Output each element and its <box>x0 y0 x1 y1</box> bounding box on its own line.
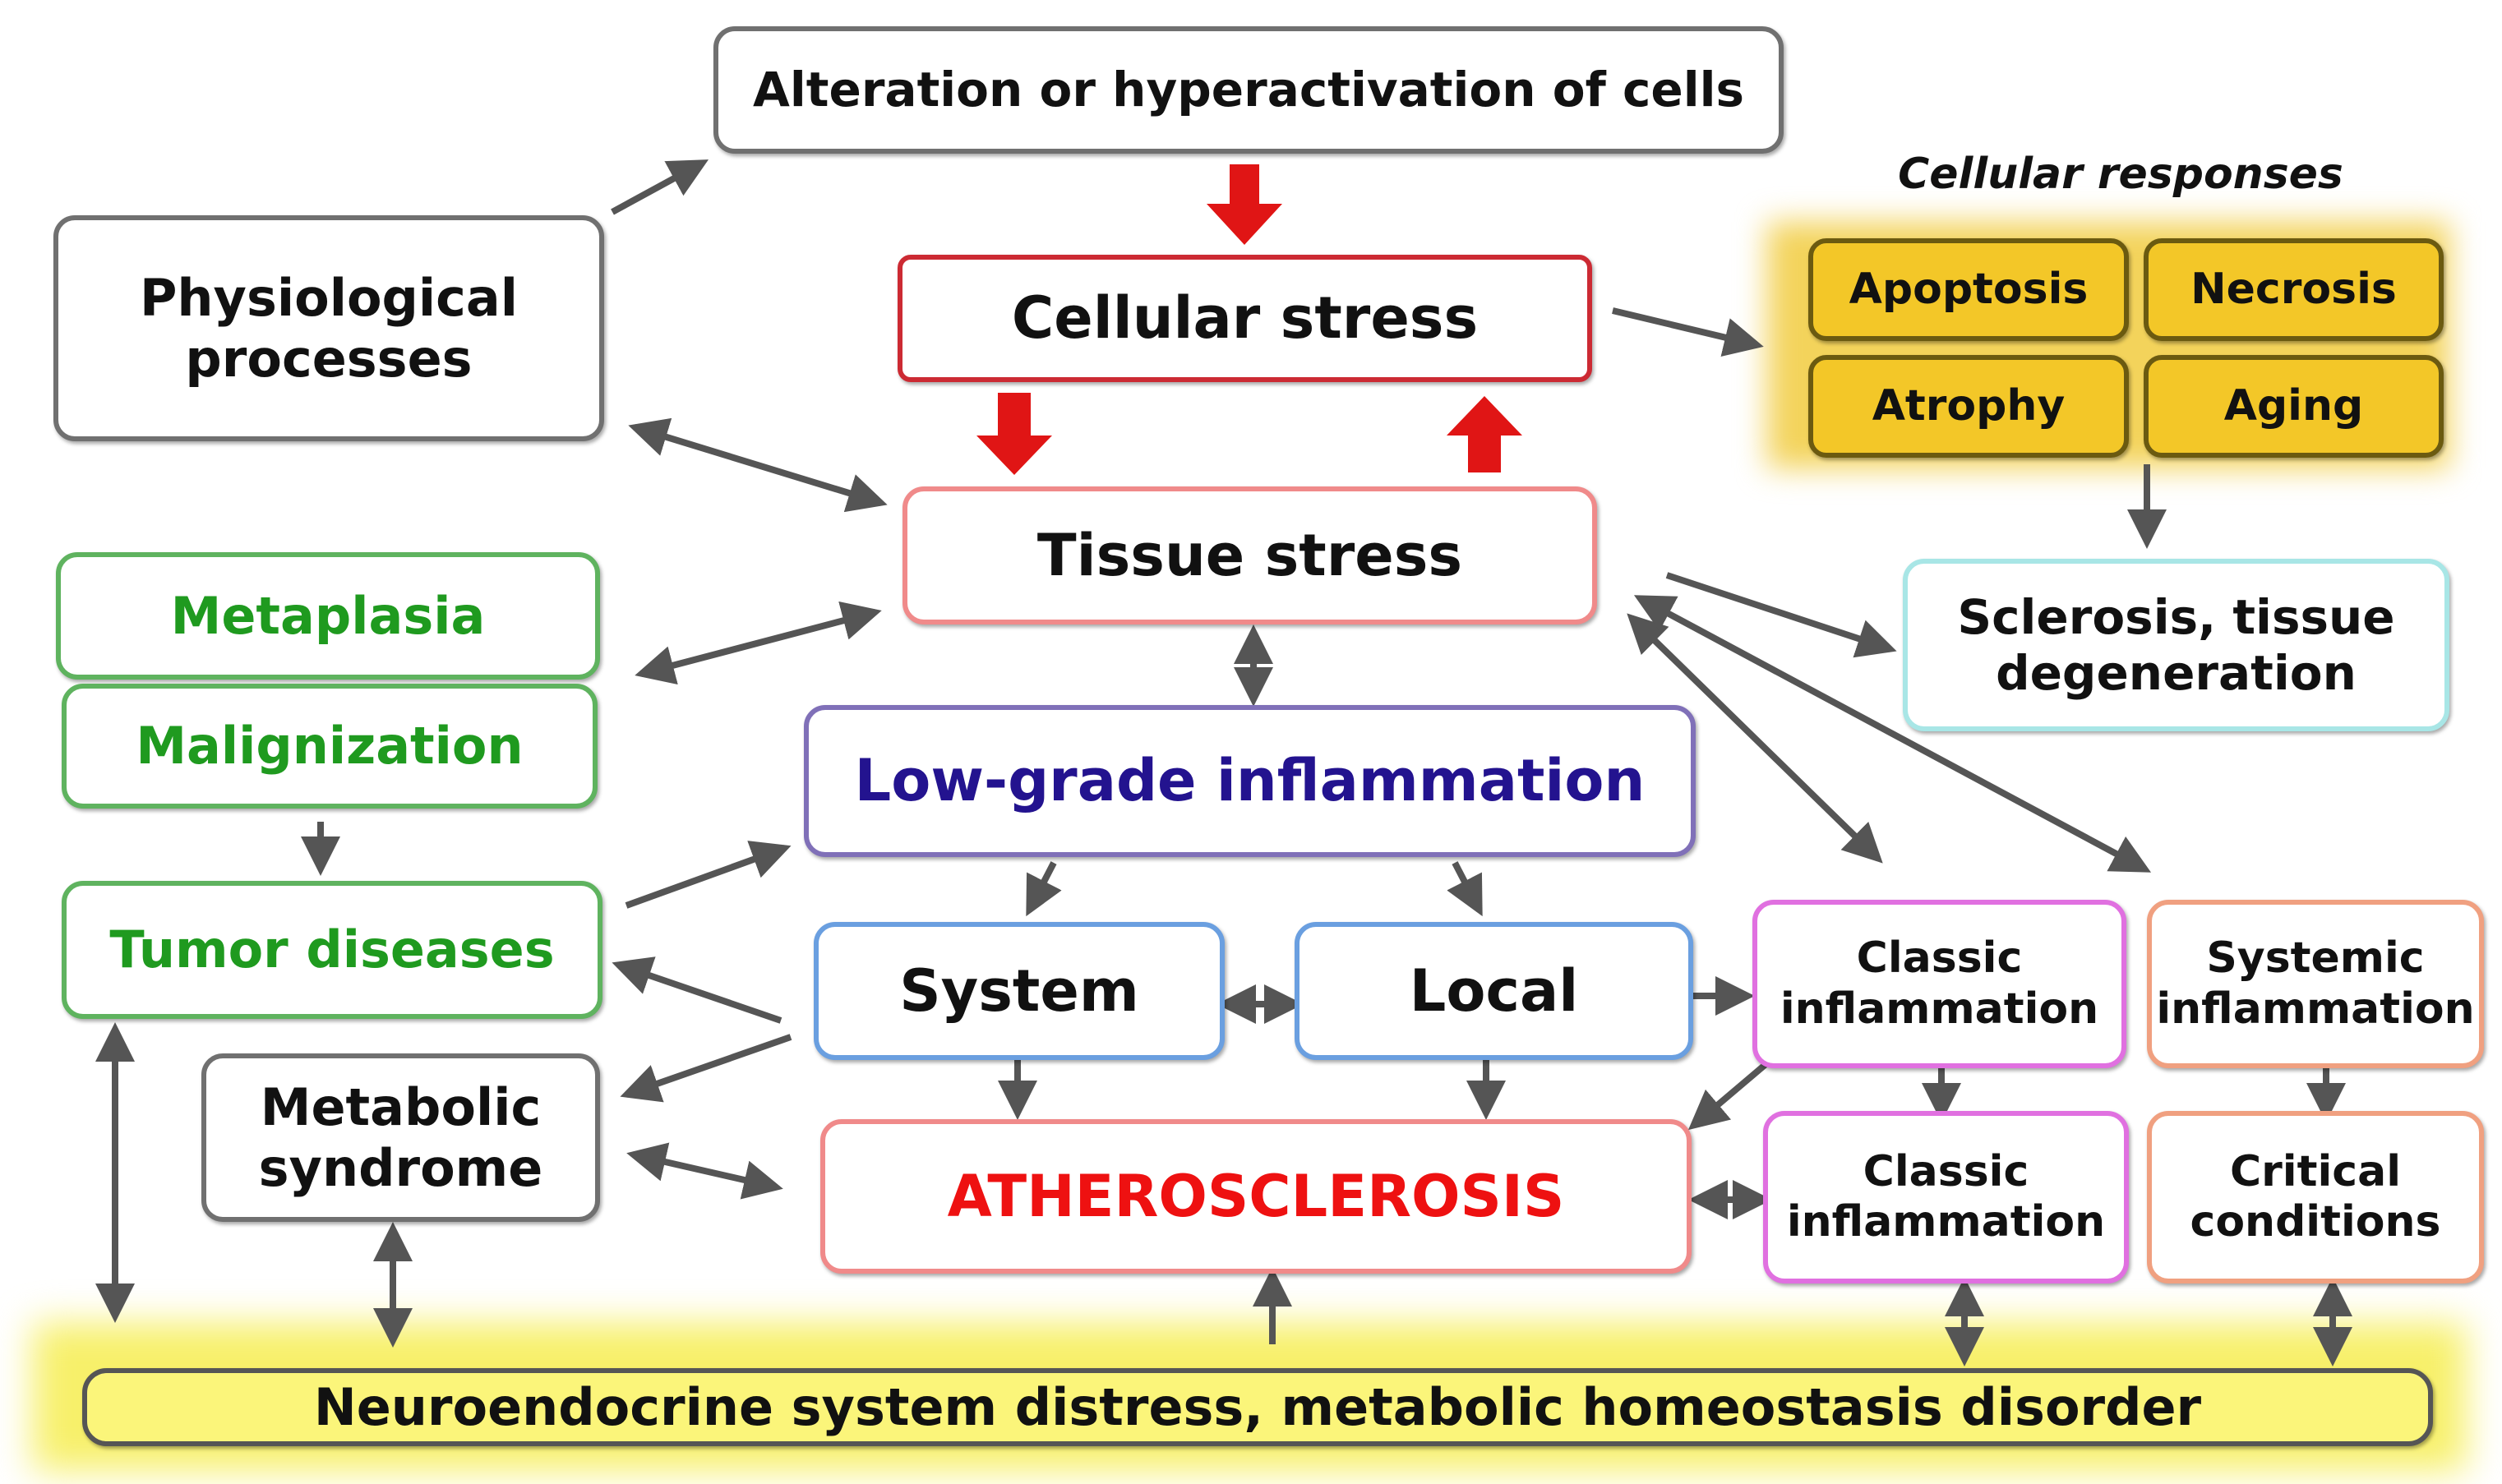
alteration-box: Alteration or hyperactivation of cells <box>713 26 1784 154</box>
tissue-stress-label: Tissue stress <box>1036 521 1463 589</box>
arrow-tissue-to-sclerosis <box>1665 572 1897 658</box>
apoptosis-label: Apoptosis <box>1849 264 2089 314</box>
critical-conditions-label: Critical conditions <box>2190 1146 2441 1247</box>
arrow-lowgrade-to-system <box>1026 861 1062 917</box>
classic-inflammation-1-label: Classic inflammation <box>1780 933 2099 1034</box>
red-arrow-cellular-to-tissue <box>976 393 1052 475</box>
arrow-metaplasia-tissue <box>635 601 882 685</box>
cellular-responses-title: Cellular responses <box>1898 150 2343 199</box>
aging-label: Aging <box>2223 380 2364 431</box>
low-grade-box: Low-grade inflammation <box>804 705 1696 857</box>
tissue-stress-box: Tissue stress <box>902 486 1597 624</box>
metabolic-box: Metabolic syndrome <box>201 1053 600 1222</box>
alteration-label: Alteration or hyperactivation of cells <box>753 62 1744 118</box>
red-arrow-alteration-to-cellular <box>1207 164 1282 245</box>
metabolic-label: Metabolic syndrome <box>258 1077 543 1198</box>
arrow-physio-tissue <box>628 417 888 513</box>
atrophy-label: Atrophy <box>1872 380 2066 431</box>
apoptosis-box: Apoptosis <box>1808 238 2129 341</box>
tumor-box: Tumor diseases <box>62 881 602 1019</box>
systemic-inflammation-box: Systemic inflammation <box>2147 900 2484 1068</box>
classic-inflammation-2-label: Classic inflammation <box>1786 1146 2106 1247</box>
arrow-tumor-to-lowgrade <box>625 841 792 909</box>
sclerosis-box: Sclerosis, tissue degeneration <box>1903 559 2449 731</box>
arrow-system-to-tumor <box>612 956 782 1024</box>
aging-box: Aging <box>2144 355 2444 458</box>
arrow-metabolic-athero <box>626 1142 783 1200</box>
arrow-lowgrade-to-local <box>1447 861 1483 917</box>
physiological-label: Physiological processes <box>139 268 519 389</box>
critical-conditions-box: Critical conditions <box>2147 1111 2484 1284</box>
neuroendocrine-label: Neuroendocrine system distress, metaboli… <box>313 1376 2202 1437</box>
atherosclerosis-box: ATHEROSCLEROSIS <box>820 1119 1692 1274</box>
tumor-label: Tumor diseases <box>109 919 555 980</box>
arrow-cellular-to-responses <box>1612 307 1764 357</box>
arrow-tissue-systemic <box>1633 595 2152 873</box>
atrophy-box: Atrophy <box>1808 355 2129 458</box>
system-label: System <box>899 956 1139 1025</box>
malignization-label: Malignization <box>136 716 524 777</box>
neuroendocrine-box: Neuroendocrine system distress, metaboli… <box>82 1368 2433 1446</box>
classic-inflammation-2-box: Classic inflammation <box>1763 1111 2129 1284</box>
cellular-stress-box: Cellular stress <box>898 255 1592 382</box>
system-box: System <box>814 922 1225 1060</box>
metaplasia-label: Metaplasia <box>170 585 486 646</box>
sclerosis-label: Sclerosis, tissue degeneration <box>1957 588 2395 701</box>
local-label: Local <box>1409 956 1579 1025</box>
cellular-stress-label: Cellular stress <box>1011 284 1479 353</box>
physiological-box: Physiological processes <box>53 215 604 441</box>
arrow-physio-to-alteration <box>611 159 709 215</box>
red-arrow-tissue-to-cellular <box>1447 396 1522 472</box>
necrosis-label: Necrosis <box>2190 264 2397 314</box>
arrow-classic1-to-athero <box>1687 1058 1771 1131</box>
arrow-system-to-metabolic <box>620 1034 792 1103</box>
low-grade-label: Low-grade inflammation <box>854 747 1646 815</box>
local-box: Local <box>1295 922 1693 1060</box>
atherosclerosis-label: ATHEROSCLEROSIS <box>947 1162 1565 1230</box>
necrosis-box: Necrosis <box>2144 238 2444 341</box>
malignization-box: Malignization <box>62 684 598 809</box>
systemic-inflammation-label: Systemic inflammation <box>2156 933 2475 1034</box>
classic-inflammation-1-box: Classic inflammation <box>1752 900 2126 1068</box>
metaplasia-box: Metaplasia <box>56 552 600 680</box>
